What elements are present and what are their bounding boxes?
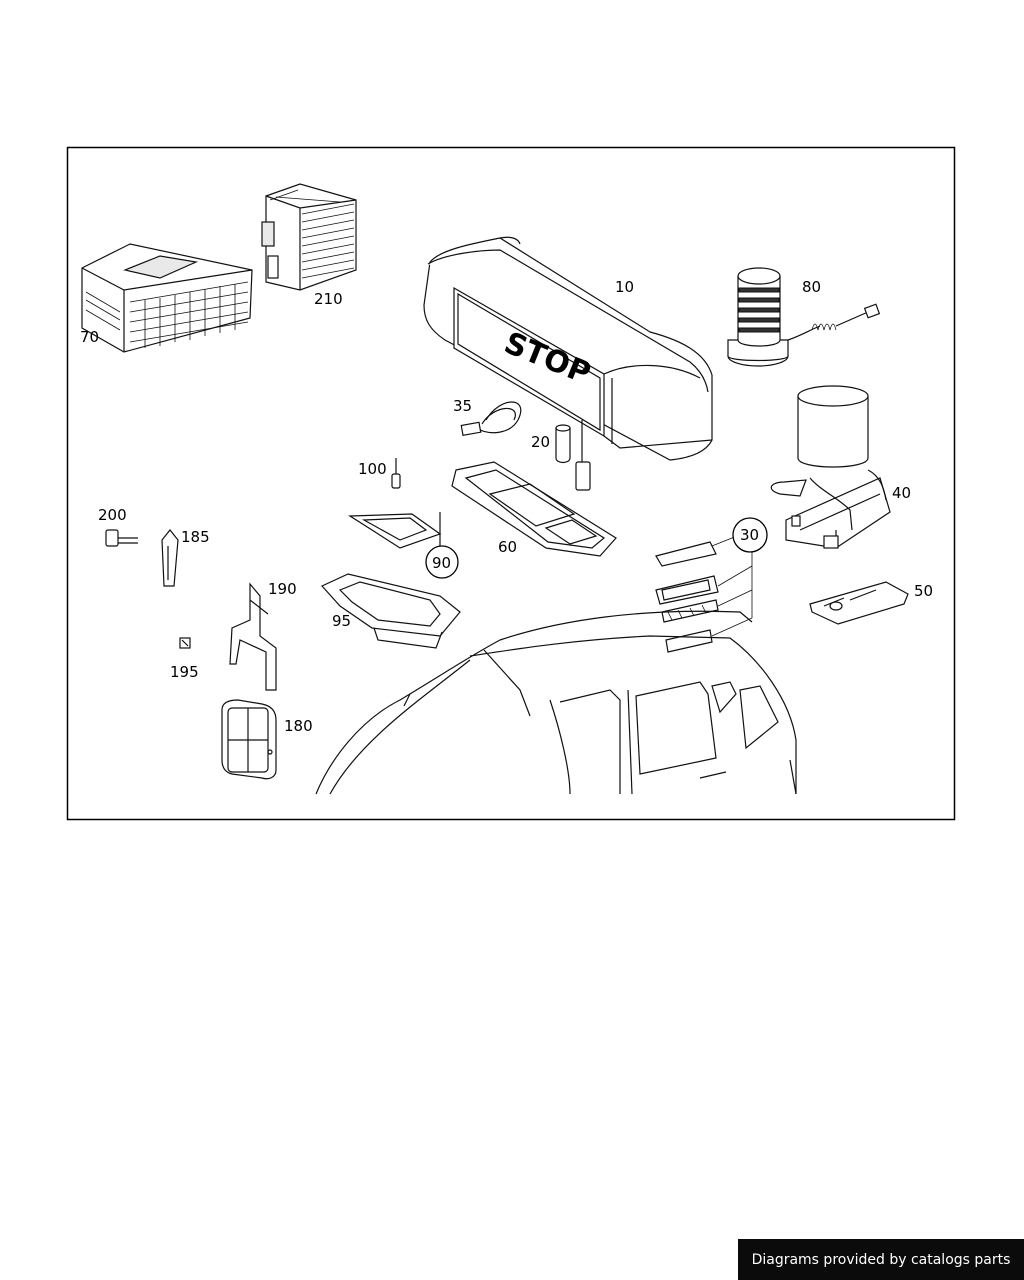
callout-40[interactable]: 40 bbox=[892, 484, 911, 502]
callout-circle-90 bbox=[425, 545, 459, 579]
callout-20[interactable]: 20 bbox=[531, 433, 550, 451]
vehicle-outline bbox=[315, 610, 797, 795]
callout-circle-30 bbox=[732, 517, 768, 553]
credit-banner: Diagrams provided by catalogs parts bbox=[738, 1239, 1024, 1280]
callout-60[interactable]: 60 bbox=[498, 538, 517, 556]
part-100-screw[interactable] bbox=[391, 458, 401, 489]
diagram-frame bbox=[66, 146, 956, 821]
part-30-switch-set[interactable] bbox=[655, 529, 753, 653]
part-40-beacon-mount[interactable] bbox=[770, 385, 891, 549]
callout-210[interactable]: 210 bbox=[314, 290, 343, 308]
callout-190[interactable]: 190 bbox=[268, 580, 297, 598]
part-35-cable-tie[interactable] bbox=[460, 401, 522, 437]
part-180-rear-lamp[interactable] bbox=[221, 699, 277, 780]
part-50-lamp[interactable] bbox=[809, 581, 909, 625]
part-210-module[interactable] bbox=[261, 183, 357, 291]
callout-95[interactable]: 95 bbox=[332, 612, 351, 630]
callout-100[interactable]: 100 bbox=[358, 460, 387, 478]
callout-30[interactable]: 30 bbox=[740, 526, 759, 544]
part-90-bracket[interactable] bbox=[348, 512, 442, 563]
credit-text: Diagrams provided by catalogs parts bbox=[751, 1251, 1011, 1268]
part-10-stop-sign[interactable]: STOP bbox=[423, 236, 713, 491]
part-95-tray[interactable] bbox=[321, 573, 461, 649]
part-200-bolt[interactable] bbox=[105, 529, 138, 547]
callout-195[interactable]: 195 bbox=[170, 663, 199, 681]
callout-200[interactable]: 200 bbox=[98, 506, 127, 524]
part-20-cylinder[interactable] bbox=[555, 424, 571, 464]
part-185-clip[interactable] bbox=[161, 529, 179, 587]
callout-180[interactable]: 180 bbox=[284, 717, 313, 735]
part-80-beacon[interactable] bbox=[727, 267, 881, 367]
callout-50[interactable]: 50 bbox=[914, 582, 933, 600]
callout-185[interactable]: 185 bbox=[181, 528, 210, 546]
callout-80[interactable]: 80 bbox=[802, 278, 821, 296]
callout-90[interactable]: 90 bbox=[432, 554, 451, 572]
part-190-bracket[interactable] bbox=[229, 582, 277, 691]
callout-10[interactable]: 10 bbox=[615, 278, 634, 296]
part-60-base-plate[interactable] bbox=[451, 461, 617, 557]
part-195-clip[interactable] bbox=[179, 637, 191, 649]
callout-70[interactable]: 70 bbox=[80, 328, 99, 346]
callout-35[interactable]: 35 bbox=[453, 397, 472, 415]
part-70-control-unit[interactable] bbox=[81, 243, 253, 353]
